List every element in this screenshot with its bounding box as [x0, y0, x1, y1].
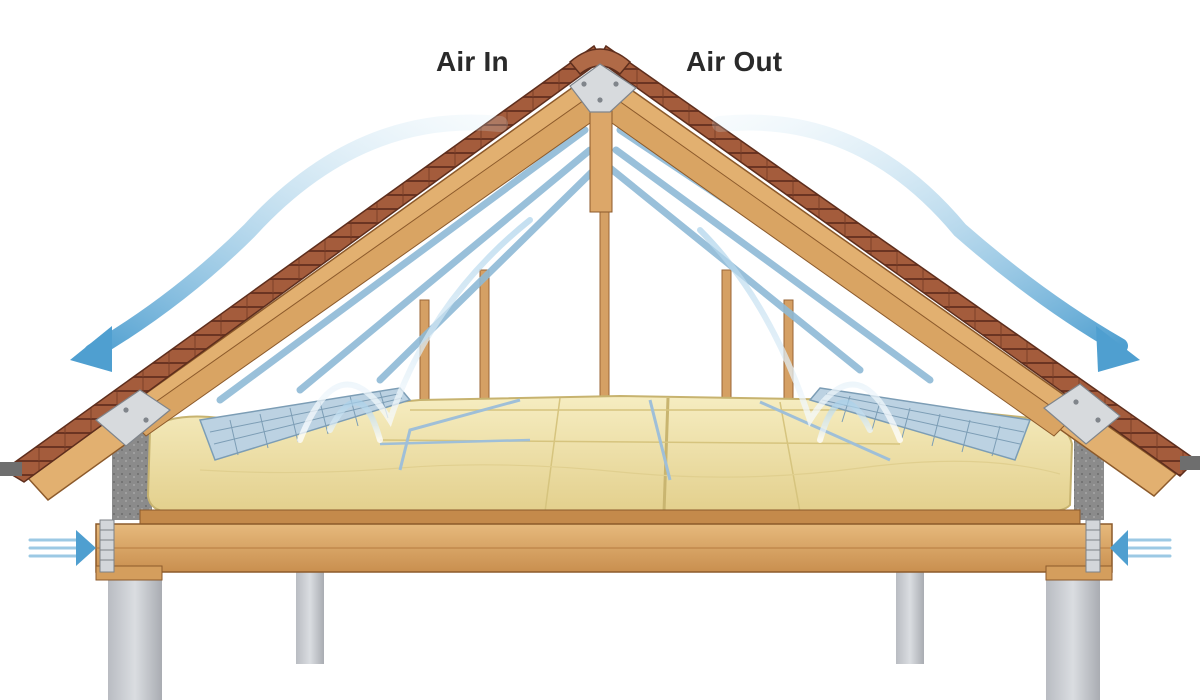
gutter-left [0, 462, 22, 476]
soffit-vent-right [1085, 519, 1101, 573]
gutter-right [1180, 456, 1200, 470]
post-back-left [296, 572, 324, 664]
stud-3 [599, 199, 610, 401]
air-in-label: Air In [436, 46, 509, 77]
swirl-left-1 [297, 217, 533, 443]
airflow-arrow-left [84, 114, 508, 360]
post-back-right [896, 572, 924, 664]
support-posts [108, 572, 1100, 700]
intake-arrow-right [1110, 530, 1172, 566]
post-front-left [108, 572, 162, 700]
swirl-right-2 [817, 399, 873, 443]
airflow-arrowhead-right [1096, 326, 1140, 372]
rafters [26, 70, 1178, 501]
swirl-left-2 [327, 399, 383, 443]
baffle-right [808, 387, 1032, 461]
stud-4 [721, 269, 732, 401]
intake-arrow-left [28, 530, 96, 566]
soffit-vents [99, 519, 1101, 573]
internal-airflow [297, 217, 903, 443]
interior-studs [419, 199, 794, 401]
gusset-plates [95, 63, 1121, 447]
stud-2 [479, 269, 490, 401]
ridge-gusset [569, 63, 637, 113]
sill-right [1045, 565, 1113, 581]
air-out-label: Air Out [686, 46, 783, 77]
soffit-vent-left [99, 519, 115, 573]
post-front-right [1046, 572, 1100, 700]
swirl-right-1 [697, 227, 903, 443]
soffit-intake-arrows [28, 530, 1172, 566]
airflow-arrowhead-left [70, 326, 112, 372]
airflow-arrow-right [712, 114, 1128, 354]
floor-structure [95, 509, 1113, 581]
insulation [146, 394, 1074, 513]
top-plate [139, 509, 1081, 525]
insulation-seam [662, 397, 670, 513]
ridge-cap [568, 48, 632, 76]
external-airflow [70, 114, 1140, 372]
heel-gusset-left [95, 389, 172, 447]
heel-gusset-right [1043, 383, 1121, 445]
roof-covering [0, 44, 1200, 483]
